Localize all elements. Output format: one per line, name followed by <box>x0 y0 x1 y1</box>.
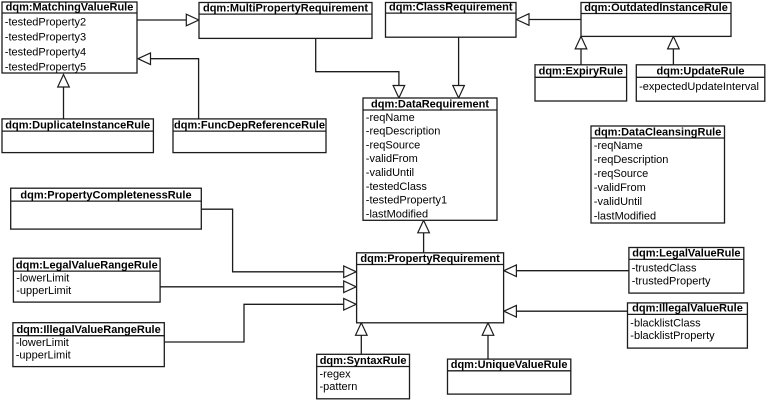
svg-text:dqm:PropertyCompletenessRule: dqm:PropertyCompletenessRule <box>20 189 191 201</box>
svg-text:dqm:MultiPropertyRequirement: dqm:MultiPropertyRequirement <box>203 2 368 14</box>
svg-text:-validUntil: -validUntil <box>366 167 414 179</box>
svg-text:dqm:LegalValueRule: dqm:LegalValueRule <box>632 248 740 260</box>
svg-text:dqm:MatchingValueRule: dqm:MatchingValueRule <box>6 1 134 13</box>
svg-text:dqm:ExpiryRule: dqm:ExpiryRule <box>539 66 623 78</box>
svg-text:dqm:ClassRequirement: dqm:ClassRequirement <box>389 1 513 13</box>
svg-text:-upperLimit: -upperLimit <box>16 285 71 297</box>
svg-text:-blacklistProperty: -blacklistProperty <box>630 330 715 342</box>
svg-text:-testedProperty5: -testedProperty5 <box>5 62 86 74</box>
svg-text:-trustedClass: -trustedClass <box>632 263 697 275</box>
svg-text:-testedProperty2: -testedProperty2 <box>5 17 86 29</box>
svg-text:dqm:LegalValueRangeRule: dqm:LegalValueRangeRule <box>16 259 158 271</box>
svg-text:-reqName: -reqName <box>366 112 415 124</box>
svg-text:-validFrom: -validFrom <box>366 153 418 165</box>
svg-text:dqm:UpdateRule: dqm:UpdateRule <box>657 66 745 78</box>
svg-text:dqm:DataRequirement: dqm:DataRequirement <box>371 98 489 110</box>
svg-text:dqm:OutdatedInstanceRule: dqm:OutdatedInstanceRule <box>584 2 728 14</box>
svg-text:dqm:UniqueValueRule: dqm:UniqueValueRule <box>451 359 568 371</box>
svg-text:dqm:PropertyRequirement: dqm:PropertyRequirement <box>360 253 500 265</box>
svg-text:dqm:SyntaxRule: dqm:SyntaxRule <box>320 355 407 367</box>
svg-text:dqm:IllegalValueRangeRule: dqm:IllegalValueRangeRule <box>16 324 160 336</box>
svg-text:-validUntil: -validUntil <box>594 196 642 208</box>
svg-text:-reqName: -reqName <box>594 140 643 152</box>
svg-text:dqm:IllegalValueRule: dqm:IllegalValueRule <box>632 303 743 315</box>
svg-text:-expectedUpdateInterval: -expectedUpdateInterval <box>639 81 759 93</box>
svg-text:-lastModified: -lastModified <box>594 210 656 222</box>
svg-text:-reqSource: -reqSource <box>594 168 648 180</box>
svg-text:-blacklistClass: -blacklistClass <box>630 318 701 330</box>
svg-text:-testedProperty3: -testedProperty3 <box>5 32 86 44</box>
svg-text:-reqSource: -reqSource <box>366 139 420 151</box>
svg-text:dqm:DataCleansingRule: dqm:DataCleansingRule <box>594 126 721 138</box>
svg-text:-lastModified: -lastModified <box>366 208 428 220</box>
svg-text:-reqDescription: -reqDescription <box>594 154 669 166</box>
svg-text:-testedProperty1: -testedProperty1 <box>366 195 447 207</box>
svg-text:dqm:DuplicateInstanceRule: dqm:DuplicateInstanceRule <box>5 119 150 131</box>
svg-text:-upperLimit: -upperLimit <box>16 349 71 361</box>
svg-text:-regex: -regex <box>320 369 352 381</box>
svg-text:-testedProperty4: -testedProperty4 <box>5 47 86 59</box>
svg-text:-reqDescription: -reqDescription <box>366 126 441 138</box>
svg-text:dqm:FuncDepReferenceRule: dqm:FuncDepReferenceRule <box>174 119 325 131</box>
svg-text:-validFrom: -validFrom <box>594 182 646 194</box>
svg-text:-pattern: -pattern <box>320 381 358 393</box>
svg-text:-lowerLimit: -lowerLimit <box>16 273 69 285</box>
svg-text:-trustedProperty: -trustedProperty <box>632 276 711 288</box>
svg-text:-lowerLimit: -lowerLimit <box>16 337 69 349</box>
svg-text:-testedClass: -testedClass <box>366 181 428 193</box>
